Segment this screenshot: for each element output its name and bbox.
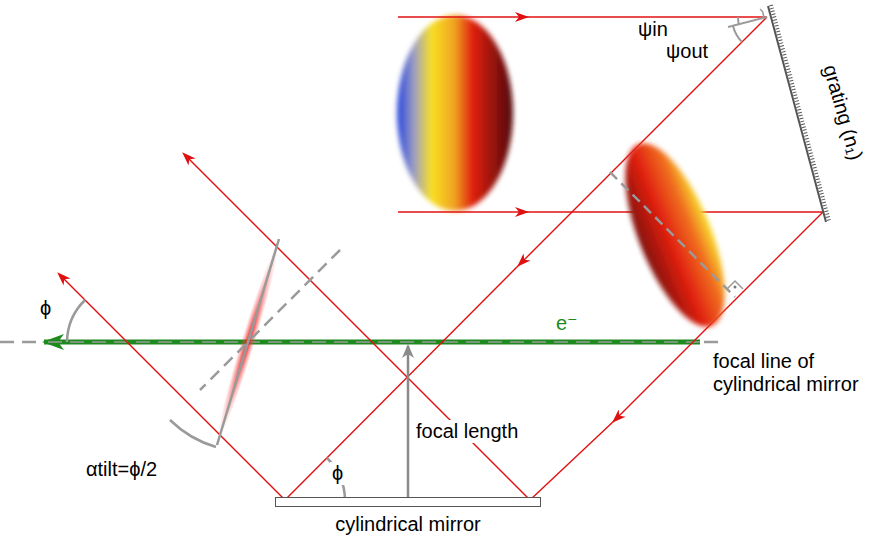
grating-normal <box>728 17 767 27</box>
phi-label: ϕ <box>330 462 345 485</box>
phi-arc-left <box>67 300 85 342</box>
psi-in-arc <box>738 17 739 25</box>
grating-grooves <box>771 5 829 221</box>
right-angle-mark <box>727 281 743 289</box>
focal-length-arrow <box>407 346 410 498</box>
phi-arc-mirror <box>327 458 345 500</box>
grating <box>768 6 826 222</box>
psi-in-label: ψin <box>638 18 668 41</box>
psi-out-label: ψout <box>666 40 708 63</box>
phi-label: ϕ <box>40 297 51 320</box>
mirror-surface <box>275 497 541 507</box>
grating-label: grating (n₁) <box>818 62 867 162</box>
right-angle-dot <box>734 286 737 289</box>
spectral-pulse <box>397 15 513 211</box>
normal-angle-mark <box>760 9 763 18</box>
pulse-front-normal <box>610 172 735 297</box>
tilt-angle-label: αtilt=ϕ/2 <box>84 458 159 481</box>
phase-front <box>200 250 340 390</box>
psi-out-arc <box>733 26 742 42</box>
light-rays <box>60 17 823 500</box>
focal-line-label: focal line of cylindrical mirror <box>711 350 871 396</box>
tilted-pulse <box>605 131 745 340</box>
focal-length-label: focal length <box>414 420 520 443</box>
mirror-label: cylindrical mirror <box>275 513 541 536</box>
focal-line <box>0 341 722 344</box>
pulse-front <box>217 239 279 445</box>
electron-label: e⁻ <box>556 312 578 335</box>
cylindrical-mirror: cylindrical mirror <box>275 497 541 536</box>
tilt-angle-arc <box>170 420 216 447</box>
